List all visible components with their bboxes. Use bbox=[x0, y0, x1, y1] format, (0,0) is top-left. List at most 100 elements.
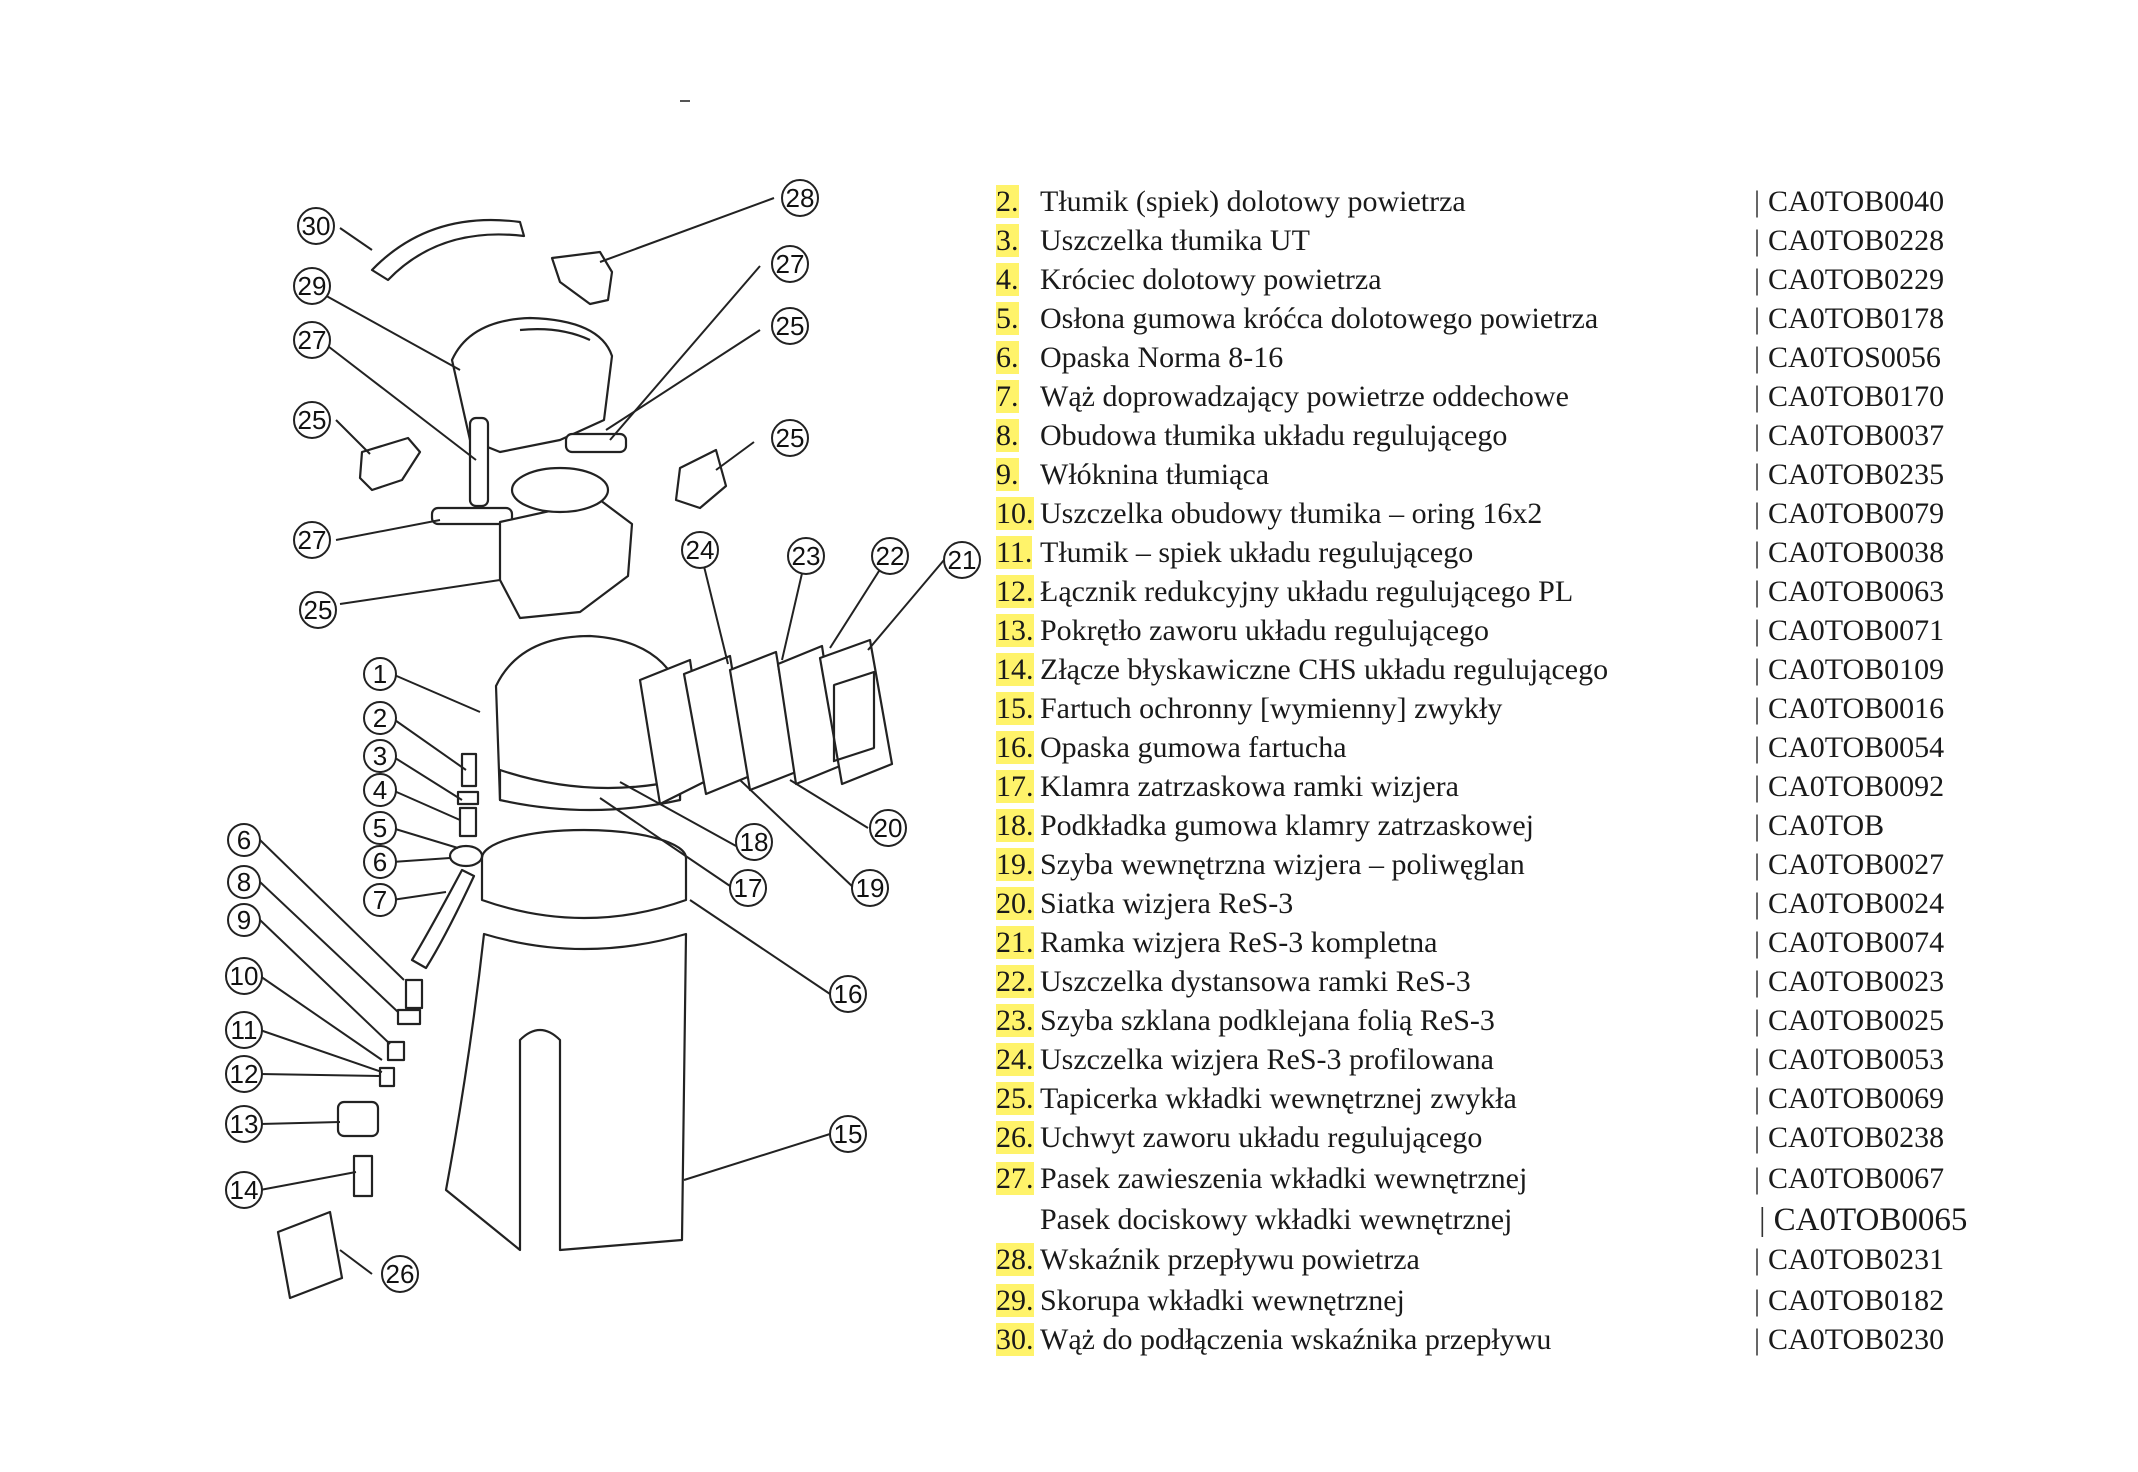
part-name: Podkładka gumowa klamry zatrzaskowej bbox=[1040, 809, 1535, 842]
svg-text:19: 19 bbox=[856, 873, 885, 903]
callout-23: 23 bbox=[787, 537, 825, 575]
svg-text:22: 22 bbox=[876, 541, 905, 571]
part-name: Pasek dociskowy wkładki wewnętrznej bbox=[1040, 1203, 1513, 1236]
part-number: 7. bbox=[996, 380, 1019, 413]
callout-26: 26 bbox=[381, 1255, 419, 1293]
callout-13: 13 bbox=[225, 1105, 263, 1143]
svg-text:25: 25 bbox=[776, 423, 805, 453]
svg-text:8: 8 bbox=[237, 867, 251, 897]
part-number: 2. bbox=[996, 185, 1019, 218]
callout-18: 18 bbox=[735, 823, 773, 861]
svg-text:5: 5 bbox=[373, 813, 387, 843]
callout-4: 4 bbox=[363, 773, 397, 807]
part-name: Klamra zatrzaskowa ramki wizjera bbox=[1040, 770, 1459, 803]
knob-part bbox=[336, 1100, 380, 1138]
callout-29: 29 bbox=[293, 267, 331, 305]
valve-holder-part bbox=[276, 1210, 344, 1300]
part-number: 12. bbox=[996, 575, 1034, 608]
part-code: CA0TOB0092 bbox=[1754, 767, 1944, 807]
svg-text:2: 2 bbox=[373, 703, 387, 733]
callout-27: 27 bbox=[771, 245, 809, 283]
part-code: CA0TOB0182 bbox=[1754, 1281, 1944, 1321]
svg-text:28: 28 bbox=[786, 183, 815, 213]
svg-text:1: 1 bbox=[373, 659, 387, 689]
callout-2: 2 bbox=[363, 701, 397, 735]
part-name: Tapicerka wkładki wewnętrznej zwykła bbox=[1040, 1082, 1517, 1115]
strap-part bbox=[468, 416, 490, 508]
part-number: 24. bbox=[996, 1043, 1034, 1076]
part-code: CA0TOS0056 bbox=[1754, 338, 1941, 378]
part-number: 26. bbox=[996, 1121, 1034, 1154]
callout-24: 24 bbox=[681, 531, 719, 569]
part-row: 7. Wąż doprowadzający powietrze oddechowe… bbox=[996, 377, 2106, 417]
svg-text:15: 15 bbox=[834, 1119, 863, 1149]
part-name: Wskaźnik przepływu powietrza bbox=[1040, 1243, 1420, 1276]
svg-text:16: 16 bbox=[834, 979, 863, 1009]
part-name: Siatka wizjera ReS-3 bbox=[1040, 887, 1294, 920]
part-row: 14.Złącze błyskawiczne CHS układu regulu… bbox=[996, 650, 2106, 690]
part-number: 13. bbox=[996, 614, 1034, 647]
part-code: CA0TOB0016 bbox=[1754, 689, 1944, 729]
inner-shell-part bbox=[450, 316, 614, 454]
part-number: 30. bbox=[996, 1323, 1034, 1356]
part-name: Osłona gumowa króćca dolotowego powietrz… bbox=[1040, 302, 1599, 335]
svg-text:4: 4 bbox=[373, 775, 387, 805]
part-code: CA0TOB0069 bbox=[1754, 1079, 1944, 1119]
svg-text:20: 20 bbox=[874, 813, 903, 843]
svg-text:3: 3 bbox=[373, 741, 387, 771]
part-number: 20. bbox=[996, 887, 1034, 920]
part-row: 15.Fartuch ochronny [wymienny] zwykłyCA0… bbox=[996, 689, 2106, 729]
part-name: Uszczelka obudowy tłumika – oring 16x2 bbox=[1040, 497, 1543, 530]
part-name: Obudowa tłumika układu regulującego bbox=[1040, 419, 1508, 452]
part-name: Łącznik redukcyjny układu regulującego P… bbox=[1040, 575, 1574, 608]
part-row: 27.Pasek zawieszenia wkładki wewnętrznej… bbox=[996, 1159, 2106, 1199]
svg-text:14: 14 bbox=[230, 1175, 259, 1205]
svg-text:30: 30 bbox=[302, 211, 331, 241]
part-number: 29. bbox=[996, 1284, 1034, 1317]
callout-16: 16 bbox=[829, 975, 867, 1013]
sinter-part bbox=[386, 1040, 406, 1062]
callout-9: 9 bbox=[227, 903, 261, 937]
svg-text:25: 25 bbox=[304, 595, 333, 625]
apron-part bbox=[444, 932, 688, 1252]
part-code: CA0TOB0178 bbox=[1754, 299, 1944, 339]
callout-11: 11 bbox=[225, 1011, 263, 1049]
part-code: CA0TOB0230 bbox=[1754, 1320, 1944, 1360]
part-row: 22.Uszczelka dystansowa ramki ReS-3CA0TO… bbox=[996, 962, 2106, 1002]
part-row: 21.Ramka wizjera ReS-3 kompletnaCA0TOB00… bbox=[996, 923, 2106, 963]
svg-text:27: 27 bbox=[298, 525, 327, 555]
part-name: Uszczelka tłumika UT bbox=[1040, 224, 1310, 257]
part-row: 28.Wskaźnik przepływu powietrzaCA0TOB023… bbox=[996, 1240, 2106, 1280]
part-code: CA0TOB0170 bbox=[1754, 377, 1944, 417]
svg-text:25: 25 bbox=[298, 405, 327, 435]
strap-part bbox=[430, 506, 514, 526]
upholstery-part bbox=[498, 498, 634, 620]
callout-21: 21 bbox=[943, 541, 981, 579]
part-number: 27. bbox=[996, 1162, 1034, 1195]
part-code: CA0TOB0235 bbox=[1754, 455, 1944, 495]
part-row: 26.Uchwyt zaworu układu regulującegoCA0T… bbox=[996, 1118, 2106, 1158]
callout-27: 27 bbox=[293, 321, 331, 359]
part-row: 5.Osłona gumowa króćca dolotowego powiet… bbox=[996, 299, 2106, 339]
part-number: 10. bbox=[996, 497, 1034, 530]
svg-text:26: 26 bbox=[386, 1259, 415, 1289]
part-row: Pasek dociskowy wkładki wewnętrznejCA0TO… bbox=[996, 1200, 2106, 1240]
svg-text:23: 23 bbox=[792, 541, 821, 571]
callout-8: 8 bbox=[227, 865, 261, 899]
part-row: 30.Wąż do podłączenia wskaźnika przepływ… bbox=[996, 1320, 2106, 1360]
part-row: 13.Pokrętło zaworu układu regulującegoCA… bbox=[996, 611, 2106, 651]
hose-part bbox=[370, 218, 526, 282]
part-row: 11.Tłumik – spiek układu regulującegoCA0… bbox=[996, 533, 2106, 573]
silencer-part bbox=[460, 752, 478, 788]
part-code: CA0TOB0067 bbox=[1754, 1159, 1944, 1199]
part-name: Opaska Norma 8-16 bbox=[1040, 341, 1284, 374]
part-row: 12.Łącznik redukcyjny układu regulująceg… bbox=[996, 572, 2106, 612]
part-row: 3.Uszczelka tłumika UTCA0TOB0228 bbox=[996, 221, 2106, 261]
svg-text:6: 6 bbox=[373, 847, 387, 877]
svg-text:10: 10 bbox=[230, 961, 259, 991]
part-row: 17.Klamra zatrzaskowa ramki wizjeraCA0TO… bbox=[996, 767, 2106, 807]
callout-6: 6 bbox=[363, 845, 397, 879]
part-name: Wąż doprowadzający powietrze oddechowe bbox=[1040, 380, 1569, 413]
inlet-part bbox=[458, 806, 478, 838]
part-name: Wąż do podłączenia wskaźnika przepływu bbox=[1040, 1323, 1552, 1356]
